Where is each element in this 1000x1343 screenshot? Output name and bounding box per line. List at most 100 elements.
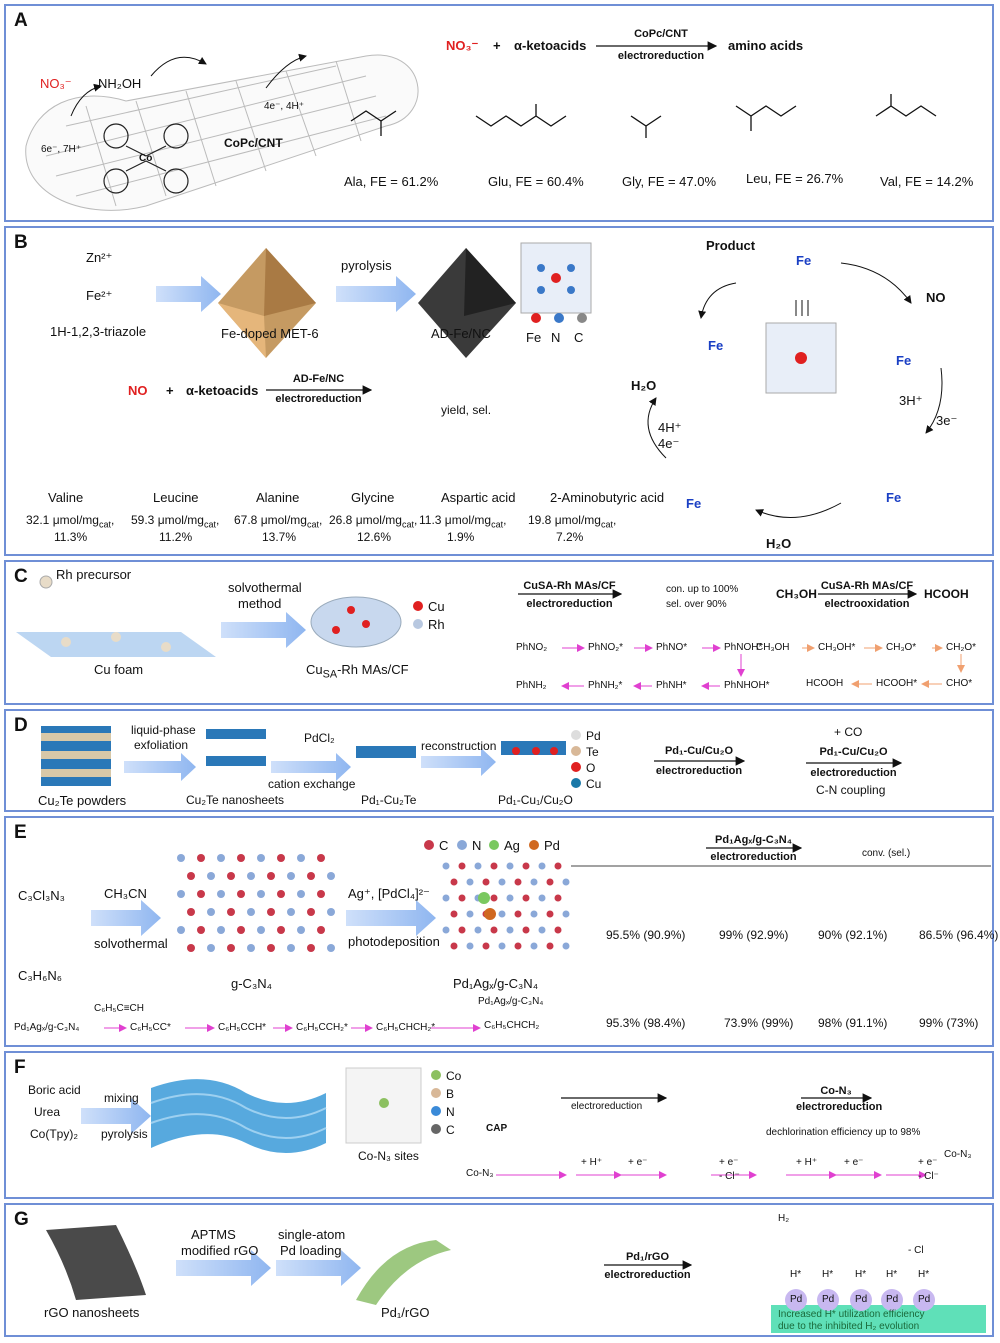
rx2-reactant: CH₃OH xyxy=(776,587,817,601)
conversion-result: 99% (73%) xyxy=(919,1016,979,1030)
h-star-label: H* xyxy=(886,1269,898,1280)
legend-label: Pd xyxy=(544,838,560,853)
catalyst-label: CoPc/CNT xyxy=(224,136,283,150)
arrow-top-label: AD-Fe/NC xyxy=(292,373,345,385)
arrow-bottom-label: electroreduction xyxy=(604,1269,691,1281)
big-arrow xyxy=(176,1250,271,1286)
panel-a-graphics xyxy=(25,41,937,211)
rx-keto: α-ketoacids xyxy=(186,383,259,398)
lattice-atom xyxy=(450,910,458,918)
layered-crystal-icon xyxy=(41,726,111,786)
method-label: method xyxy=(238,596,282,611)
panel-a: A NO₃⁻ NH₂OH 6e⁻, 7H⁺ 4e⁻, 4H⁺ CoPc/CNT xyxy=(4,4,994,222)
amino-acid-structures xyxy=(350,94,937,138)
conversion-result: 73.9% (99%) xyxy=(724,1016,794,1030)
conversion-result: 95.5% (90.9%) xyxy=(606,928,686,942)
pd-label: Pd xyxy=(886,1294,899,1305)
panel-e-graphics xyxy=(91,840,991,1032)
lattice-atom xyxy=(207,872,215,880)
lattice-atom xyxy=(187,908,195,916)
co-label: + CO xyxy=(834,725,863,739)
step-label: + H⁺ xyxy=(581,1157,603,1168)
pd-label: Pd xyxy=(855,1294,868,1305)
lattice-atom xyxy=(530,910,538,918)
lattice-atom xyxy=(327,908,335,916)
process-label: liquid-phase xyxy=(131,723,196,737)
arrow-top-label: Co-N₃ xyxy=(820,1085,852,1097)
process-label: modified rGO xyxy=(181,1243,259,1258)
panel-g: G rGO nanosheets APTMS modified rGO sing… xyxy=(4,1203,994,1337)
lattice-atom xyxy=(227,908,235,916)
cycle-fe: Fe xyxy=(886,490,902,505)
lattice-atom xyxy=(307,872,315,880)
lattice-atom xyxy=(458,894,466,902)
panel-label: F xyxy=(14,1057,26,1078)
panel-d-graphics xyxy=(41,726,903,788)
lattice-atom xyxy=(490,894,498,902)
reactant-nitrate: NO₃⁻ xyxy=(446,38,479,53)
arrow-top-label: Pd₁-Cu/Cu₂O xyxy=(664,745,734,757)
lattice-atom xyxy=(227,944,235,952)
path-intermediate: CH₃OH xyxy=(756,642,790,653)
caption: Increased H* utilization efficiency xyxy=(778,1309,925,1320)
lattice-atom xyxy=(177,854,185,862)
rx2-product: HCOOH xyxy=(924,587,969,601)
lattice-atom xyxy=(267,872,275,880)
panel-g-graphics xyxy=(46,1225,986,1333)
lattice-atom xyxy=(458,862,466,870)
legend-label: Co xyxy=(446,1069,462,1083)
product-rate: 19.8 μmol/mgcat, xyxy=(528,513,617,530)
lattice-atom xyxy=(277,854,285,862)
panel-label: A xyxy=(14,10,28,31)
legend-c xyxy=(577,313,587,323)
product-rate: 32.1 μmol/mgcat, xyxy=(26,513,115,530)
arrow-bottom-label: electroreduction xyxy=(710,851,797,863)
lattice-atom xyxy=(538,894,546,902)
process-label: pyrolysis xyxy=(101,1127,148,1141)
legend-label: Te xyxy=(586,745,599,759)
process-label: Pd loading xyxy=(280,1243,342,1258)
panel-label: C xyxy=(14,566,28,587)
legend-label: Cu xyxy=(586,777,602,791)
h2-label: H₂ xyxy=(778,1213,790,1224)
legend-label: N xyxy=(472,838,482,853)
legend-n xyxy=(431,1106,441,1116)
path-intermediate: PhNH* xyxy=(656,680,687,691)
product-name: Aspartic acid xyxy=(441,490,516,505)
big-arrow xyxy=(421,748,496,776)
path-intermediate: PhNH₂* xyxy=(588,680,623,691)
panel-c-graphics xyxy=(16,575,965,690)
product-label: amino acids xyxy=(728,38,804,53)
product-fe: Ala, FE = 61.2% xyxy=(344,174,439,189)
product-selectivity: 11.2% xyxy=(159,530,193,544)
lattice-atom xyxy=(450,942,458,950)
lattice-atom xyxy=(327,872,335,880)
lattice-atom xyxy=(237,890,245,898)
process-label: solvothermal xyxy=(94,936,168,951)
nanosheet-icon xyxy=(356,746,416,758)
legend-pd xyxy=(529,840,539,850)
lattice-atom xyxy=(307,908,315,916)
dechlor-label: dechlorination efficiency up to 98% xyxy=(766,1127,921,1138)
product-fe: Leu, FE = 26.7% xyxy=(746,171,844,186)
path-top-label: C₆H₅C≡CH xyxy=(94,1003,145,1014)
process-label: reconstruction xyxy=(421,739,497,753)
step-label: - Cl⁻ xyxy=(719,1171,740,1182)
legend-cu xyxy=(571,778,581,788)
note: con. up to 100% xyxy=(666,584,739,595)
lattice-atom xyxy=(177,926,185,934)
pyrolysis-label: pyrolysis xyxy=(341,258,392,273)
path-end-top-label: Pd₁Agₓ/g-C₃N₄ xyxy=(478,996,544,1007)
lattice-atom xyxy=(490,926,498,934)
arrow xyxy=(70,83,102,117)
lattice-atom xyxy=(197,926,205,934)
arrow-bottom-label: electroreduction xyxy=(275,393,362,405)
lattice-atom xyxy=(514,878,522,886)
step-label: + H⁺ xyxy=(796,1157,818,1168)
legend-label: O xyxy=(586,761,596,775)
rh-precursor-label: Rh precursor xyxy=(56,567,132,582)
lattice-atom xyxy=(197,854,205,862)
cycle-h2o: H₂O xyxy=(631,378,657,393)
product-rate: 26.8 μmol/mgcat, xyxy=(329,513,418,530)
lattice-atom xyxy=(530,878,538,886)
